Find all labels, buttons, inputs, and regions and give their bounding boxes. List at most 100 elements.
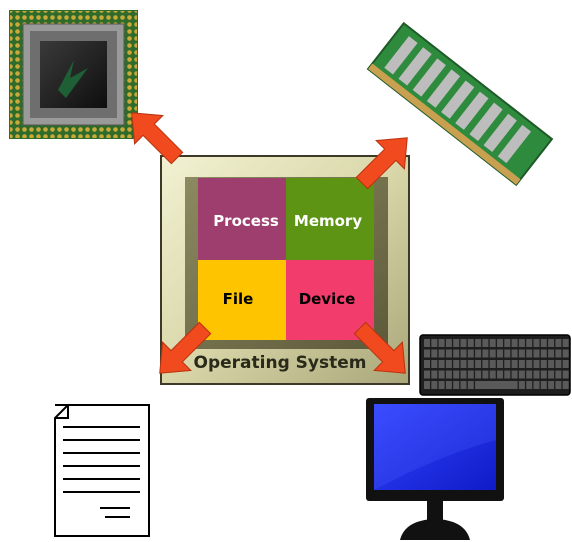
keyboard-key (424, 360, 430, 368)
keyboard-key (453, 339, 460, 347)
arrow-to-memory (355, 137, 408, 190)
keyboard-key (460, 349, 467, 358)
monitor-icon (366, 398, 504, 540)
keyboard-key (533, 360, 540, 368)
keyboard-key (540, 339, 547, 347)
keyboard-key (548, 360, 555, 368)
keyboard-key (424, 381, 430, 389)
keyboard-spacebar (475, 381, 518, 389)
keyboard-key (431, 339, 438, 347)
module-file: File (198, 260, 286, 340)
keyboard-key (438, 360, 445, 368)
keyboard-key (431, 381, 438, 389)
keyboard-key (540, 381, 547, 389)
keyboard-key (533, 349, 540, 358)
keyboard-key (526, 370, 533, 379)
arrow-to-document (159, 321, 212, 374)
keyboard-key (526, 339, 533, 347)
keyboard-key (489, 360, 496, 368)
keyboard-key (497, 370, 503, 379)
keyboard-key (562, 349, 569, 358)
keyboard-key (460, 381, 467, 389)
keyboard-key (475, 370, 482, 379)
keyboard-key (548, 381, 555, 389)
keyboard-key (504, 370, 511, 379)
keyboard-key (460, 360, 467, 368)
keyboard-key (453, 370, 460, 379)
keyboard-key (497, 360, 503, 368)
keyboard-key (533, 370, 540, 379)
document-icon (54, 404, 150, 537)
keyboard-key (445, 349, 452, 358)
keyboard-key (424, 370, 430, 379)
keyboard-key (475, 339, 482, 347)
keyboard-key (562, 370, 569, 379)
keyboard-key (431, 370, 438, 379)
module-label-file: File (223, 290, 254, 308)
keyboard-key (548, 370, 555, 379)
module-label-device: Device (299, 290, 356, 308)
keyboard-key (438, 370, 445, 379)
keyboard-key (453, 381, 460, 389)
keyboard-key (497, 349, 503, 358)
keyboard-key (467, 349, 474, 358)
keyboard-key (438, 381, 445, 389)
keyboard-key (467, 381, 474, 389)
keyboard-key (475, 360, 482, 368)
keyboard-key (555, 370, 562, 379)
keyboard-key (533, 381, 540, 389)
keyboard-key (526, 360, 533, 368)
keyboard-key (562, 339, 569, 347)
keyboard-key (518, 360, 525, 368)
keyboard-key (555, 339, 562, 347)
keyboard-key (540, 370, 547, 379)
os-label: Operating System (194, 353, 367, 373)
keyboard-key (518, 381, 525, 389)
keyboard-key (489, 339, 496, 347)
keyboard-key (511, 370, 518, 379)
cpu-chip-icon (9, 10, 138, 139)
keyboard-key (431, 360, 438, 368)
module-memory: Memory (286, 178, 374, 260)
keyboard-key (555, 349, 562, 358)
keyboard-key (555, 381, 562, 389)
keyboard-key (548, 349, 555, 358)
keyboard-key (511, 339, 518, 347)
keyboard-key (518, 339, 525, 347)
module-label-memory: Memory (294, 212, 362, 230)
keyboard-key (424, 339, 430, 347)
keyboard-key (562, 381, 569, 389)
arrow-to-cpu (131, 112, 184, 165)
keyboard-key (540, 360, 547, 368)
keyboard-key (482, 360, 489, 368)
keyboard-key (518, 349, 525, 358)
keyboard-key (511, 360, 518, 368)
keyboard-key (467, 360, 474, 368)
arrow-to-devices (353, 321, 406, 374)
keyboard-key (504, 339, 511, 347)
keyboard-key (497, 339, 503, 347)
keyboard-key (504, 360, 511, 368)
keyboard-icon (419, 334, 571, 396)
keyboard-key (526, 381, 533, 389)
keyboard-key (445, 339, 452, 347)
module-device: Device (286, 260, 374, 340)
keyboard-key (467, 339, 474, 347)
keyboard-key (548, 339, 555, 347)
keyboard-key (533, 339, 540, 347)
keyboard-key (504, 349, 511, 358)
keyboard-key (460, 339, 467, 347)
keyboard-key (467, 370, 474, 379)
keyboard-key (511, 349, 518, 358)
keyboard-key (475, 349, 482, 358)
module-process: Process (198, 178, 286, 260)
keyboard-key (518, 370, 525, 379)
keyboard-key (445, 381, 452, 389)
keyboard-key (453, 360, 460, 368)
keyboard-key (445, 360, 452, 368)
keyboard-key (555, 360, 562, 368)
keyboard-key (424, 349, 430, 358)
keyboard-key (445, 370, 452, 379)
keyboard-key (438, 339, 445, 347)
